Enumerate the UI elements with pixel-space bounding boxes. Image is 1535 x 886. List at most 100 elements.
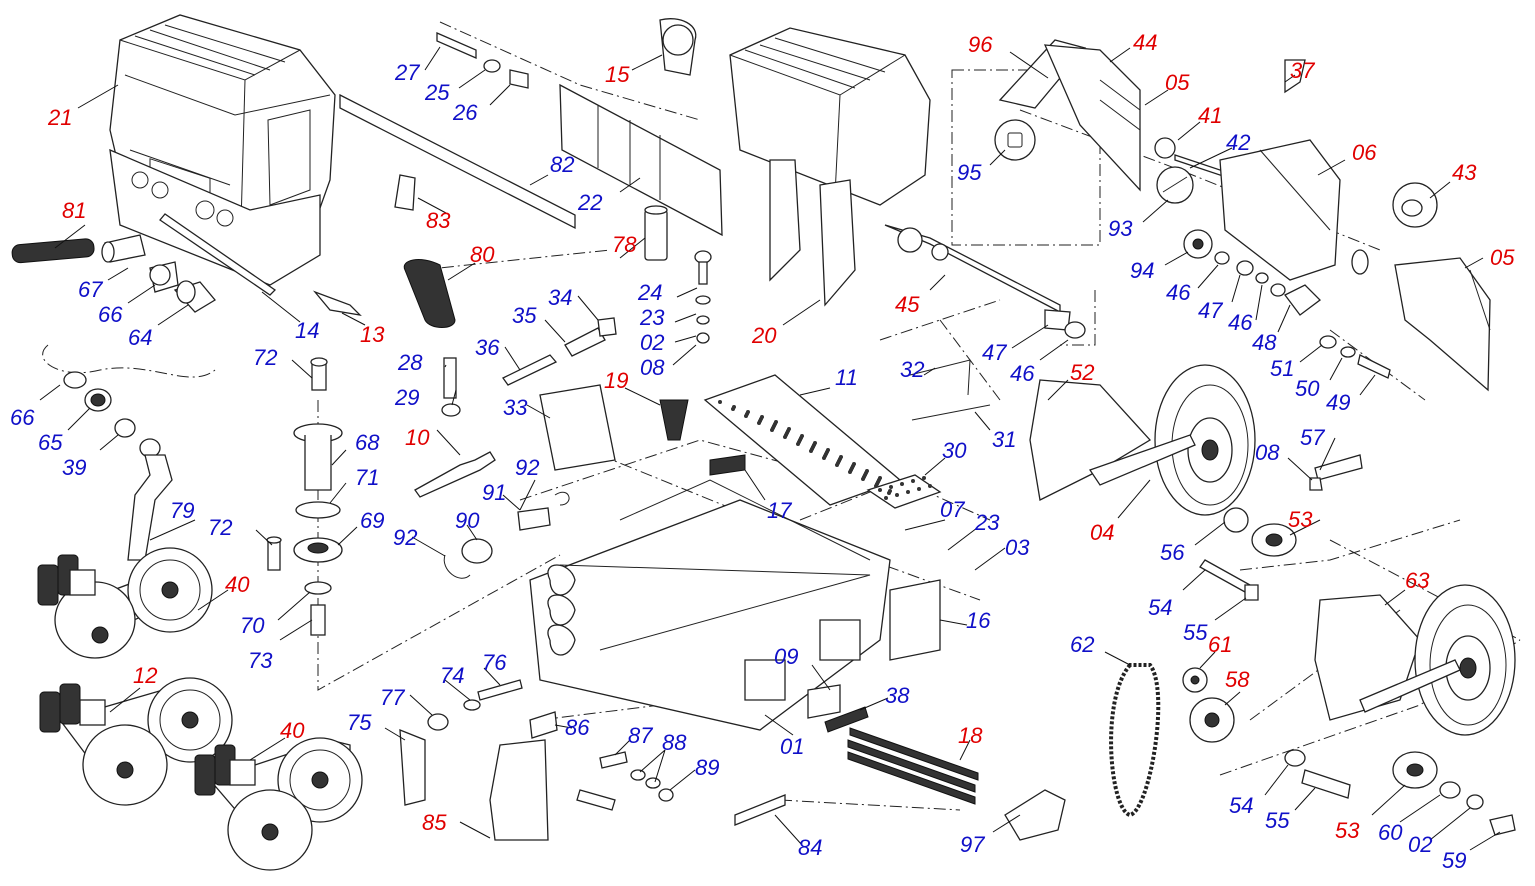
callout-label-92: 92 (393, 525, 417, 550)
callout-label-93: 93 (1108, 216, 1133, 241)
callout-label-37: 37 (1290, 58, 1315, 83)
callout-label-95: 95 (957, 160, 982, 185)
callout-label-22: 22 (577, 190, 602, 215)
callout-label-92: 92 (515, 455, 539, 480)
callout-label-25: 25 (424, 80, 450, 105)
callout-label-90: 90 (455, 508, 480, 533)
callout-label-96: 96 (968, 32, 993, 57)
callout-label-34: 34 (548, 285, 572, 310)
callout-label-32: 32 (900, 357, 924, 382)
callout-label-20: 20 (751, 323, 777, 348)
callout-label-53: 53 (1288, 507, 1313, 532)
top-center-parts (339, 18, 723, 328)
callout-label-73: 73 (248, 648, 273, 673)
callout-label-43: 43 (1452, 160, 1477, 185)
callout-label-05: 05 (1165, 70, 1190, 95)
callout-label-31: 31 (992, 427, 1016, 452)
callout-label-30: 30 (942, 438, 967, 463)
callout-label-13: 13 (360, 322, 385, 347)
callout-label-27: 27 (394, 60, 420, 85)
callout-label-45: 45 (895, 292, 920, 317)
callout-label-60: 60 (1378, 820, 1403, 845)
callout-label-46: 46 (1228, 310, 1253, 335)
callout-label-86: 86 (565, 715, 590, 740)
shaft-stack (266, 357, 343, 636)
callout-label-04: 04 (1090, 520, 1114, 545)
callout-label-85: 85 (422, 810, 447, 835)
callout-label-08: 08 (1255, 440, 1280, 465)
callout-label-80: 80 (470, 242, 495, 267)
callout-label-41: 41 (1198, 103, 1222, 128)
callout-label-83: 83 (426, 208, 451, 233)
callout-label-23: 23 (639, 305, 665, 330)
callout-label-67: 67 (78, 277, 103, 302)
callout-label-61: 61 (1208, 632, 1232, 657)
callout-label-47: 47 (982, 340, 1007, 365)
callout-label-55: 55 (1183, 620, 1208, 645)
callout-label-47: 47 (1198, 298, 1223, 323)
callout-label-08: 08 (640, 355, 665, 380)
row-unit-middle-left (39, 677, 233, 806)
row-unit-top-left (37, 547, 213, 659)
callout-label-52: 52 (1070, 360, 1094, 385)
callout-label-66: 66 (98, 302, 123, 327)
callout-label-11: 11 (835, 365, 858, 390)
callout-label-68: 68 (355, 430, 380, 455)
callout-label-28: 28 (397, 350, 423, 375)
callout-label-14: 14 (295, 318, 319, 343)
callout-label-02: 02 (1408, 832, 1432, 857)
callout-label-17: 17 (767, 498, 792, 523)
callout-label-01: 01 (780, 734, 804, 759)
gauge-wheel-upper (1029, 364, 1363, 601)
callout-label-72: 72 (253, 345, 277, 370)
callout-label-54: 54 (1229, 793, 1253, 818)
callout-label-81: 81 (62, 198, 86, 223)
callout-label-82: 82 (550, 152, 574, 177)
callout-label-24: 24 (637, 280, 662, 305)
callout-label-44: 44 (1133, 30, 1157, 55)
callout-label-54: 54 (1148, 595, 1172, 620)
callout-label-36: 36 (475, 335, 500, 360)
callout-label-87: 87 (628, 723, 653, 748)
callout-label-33: 33 (503, 395, 528, 420)
callout-label-71: 71 (355, 465, 379, 490)
callout-label-40: 40 (225, 572, 250, 597)
gauge-wheel-lower (1109, 584, 1516, 836)
callout-label-75: 75 (347, 710, 372, 735)
callout-label-50: 50 (1295, 376, 1320, 401)
callout-label-03: 03 (1005, 535, 1030, 560)
leader-lines (39, 46, 1501, 851)
callout-label-48: 48 (1252, 330, 1277, 355)
callout-label-49: 49 (1326, 390, 1350, 415)
nozzle-group (63, 371, 173, 561)
callout-label-55: 55 (1265, 808, 1290, 833)
drive-assembly-right (994, 39, 1491, 392)
callout-label-70: 70 (240, 613, 265, 638)
callout-label-66: 66 (10, 405, 35, 430)
callout-label-46: 46 (1010, 361, 1035, 386)
callout-label-19: 19 (604, 368, 628, 393)
seed-hopper-left (109, 14, 336, 286)
callout-label-77: 77 (380, 685, 405, 710)
callout-label-63: 63 (1405, 568, 1430, 593)
callout-label-42: 42 (1226, 130, 1250, 155)
callout-label-39: 39 (62, 455, 86, 480)
callout-label-38: 38 (885, 683, 910, 708)
callout-label-07: 07 (940, 497, 965, 522)
callout-label-06: 06 (1352, 140, 1377, 165)
seed-hopper-right (729, 27, 1086, 339)
callout-label-58: 58 (1225, 667, 1250, 692)
callout-label-16: 16 (966, 608, 991, 633)
callout-label-89: 89 (695, 755, 719, 780)
callout-label-57: 57 (1300, 425, 1325, 450)
callout-label-79: 79 (170, 498, 194, 523)
platform-plates (703, 359, 991, 509)
row-unit-bottom-left (194, 737, 363, 871)
callout-label-05: 05 (1490, 245, 1515, 270)
callout-label-18: 18 (958, 723, 983, 748)
callout-label-26: 26 (452, 100, 478, 125)
callout-label-88: 88 (662, 730, 687, 755)
